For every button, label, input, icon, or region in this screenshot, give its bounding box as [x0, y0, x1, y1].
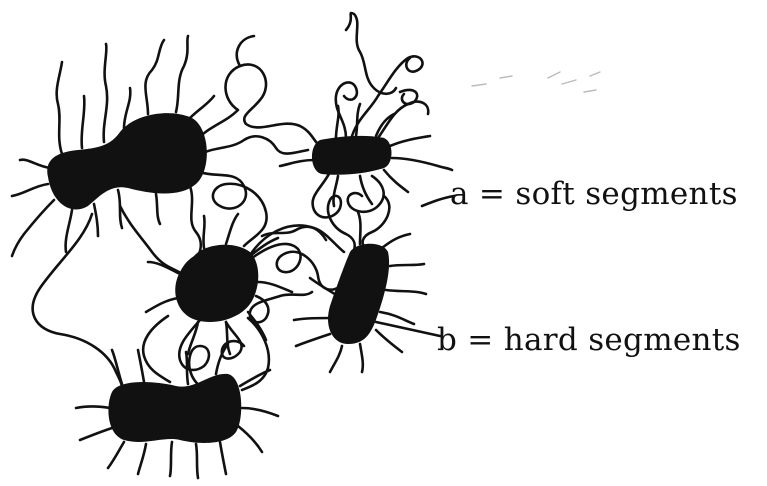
hard-segment-4-body [328, 244, 389, 344]
hard-segment-1 [12, 36, 207, 256]
hard-segments-label: b = hard segments [437, 322, 741, 358]
hard-segment-2 [280, 104, 452, 206]
leader-line-b [376, 322, 440, 336]
soft-segments-label: a = soft segments [450, 176, 738, 212]
hard-segment-5-body [108, 374, 241, 443]
scan-smudge [472, 72, 600, 92]
hard-segment-2-body [312, 136, 392, 175]
hard-segment-4 [294, 212, 426, 372]
hard-segment-3-body [175, 245, 258, 322]
hard-segment-5 [76, 344, 278, 478]
hard-segment-1-body [47, 113, 207, 209]
